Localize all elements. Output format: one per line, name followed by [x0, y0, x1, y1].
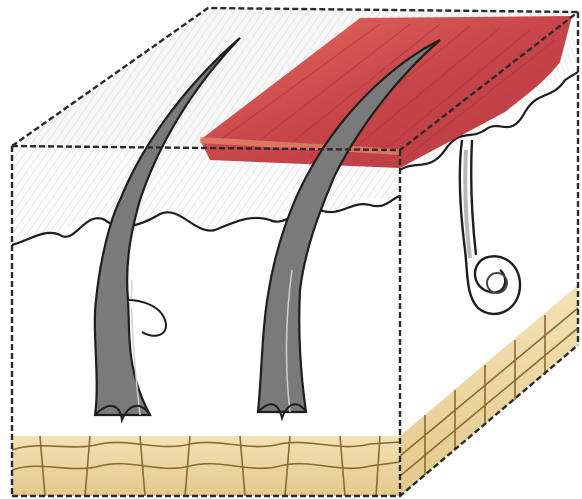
fat-layer-front	[12, 436, 400, 496]
